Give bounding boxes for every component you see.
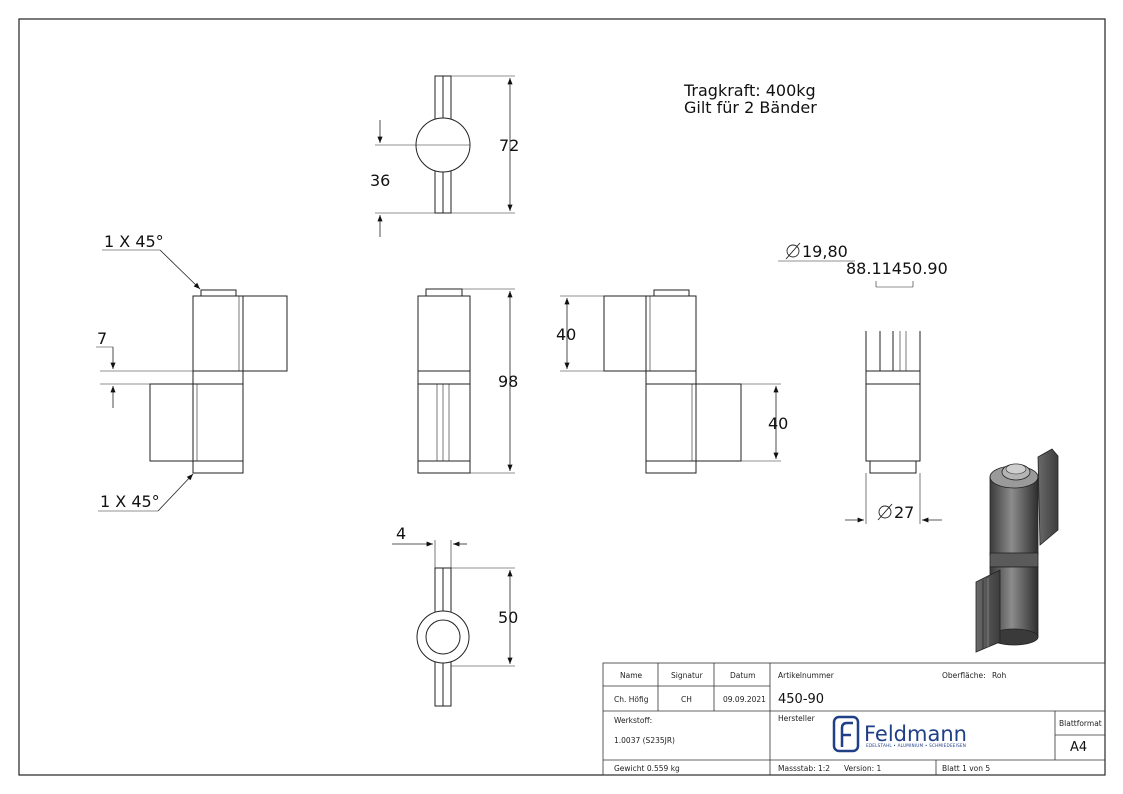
svg-text:EDELSTAHL • ALUMINIUM • SCHMIE: EDELSTAHL • ALUMINIUM • SCHMIEDEEISEN: [866, 743, 966, 748]
tb-signatur-label: Signatur: [671, 671, 704, 680]
left-side-view: [96, 249, 288, 512]
sheet-border: [18, 18, 1106, 776]
title-block: [602, 662, 1106, 776]
tb-datum-value: 09.09.2021: [723, 695, 766, 704]
tb-oberflaeche-value: Roh: [992, 671, 1006, 680]
dim-bottom-height: 50: [498, 608, 518, 627]
top-view: [375, 75, 515, 237]
load-note-line2: Gilt für 2 Bänder: [684, 98, 817, 117]
dim-chamfer-bottom: 1 X 45°: [100, 492, 160, 511]
tb-massstab: Massstab: 1:2: [778, 764, 830, 773]
front-view: [417, 288, 515, 474]
tb-datum-label: Datum: [730, 671, 755, 680]
tb-blattformat-label: Blattformat: [1059, 719, 1102, 728]
dim-chamfer-top: 1 X 45°: [104, 232, 164, 251]
tb-artikel-value: 450-90: [778, 692, 824, 707]
tb-werkstoff-label: Werkstoff:: [614, 716, 652, 725]
dim-top-height: 72: [499, 136, 519, 155]
bottom-view: [392, 540, 515, 707]
tb-artikel-label: Artikelnummer: [778, 671, 835, 680]
dim-front-height: 98: [498, 372, 518, 391]
hinge-3d-render: [975, 448, 1059, 653]
svg-text:Feldmann: Feldmann: [864, 722, 967, 746]
tb-oberflaeche-label: Oberfläche:: [942, 671, 986, 680]
dim-offset: 7: [97, 329, 107, 348]
tb-blatt: Blatt 1 von 5: [942, 764, 990, 773]
dim-body-diameter: 27: [894, 503, 914, 522]
tb-gewicht: Gewicht 0.559 kg: [614, 764, 680, 773]
dim-leaf-top: 40: [556, 325, 576, 344]
dim-leaf-bottom: 40: [768, 414, 788, 433]
pin-section-view: [778, 242, 942, 524]
tb-name-value: Ch. Höfig: [614, 695, 649, 704]
tb-signatur-value: CH: [681, 695, 692, 704]
load-note-line1: Tragkraft: 400kg: [683, 81, 816, 100]
feldmann-logo: Feldmann EDELSTAHL • ALUMINIUM • SCHMIED…: [832, 715, 967, 753]
tb-hersteller-label: Hersteller: [778, 714, 816, 723]
dim-pin-diameter: 19,80: [802, 242, 848, 261]
part-ref: 88.11450.90: [846, 259, 948, 278]
tb-name-label: Name: [620, 671, 643, 680]
tb-werkstoff-value: 1.0037 (S235JR): [614, 736, 675, 745]
dim-top-radius: 36: [370, 171, 390, 190]
tb-version: Version: 1: [844, 764, 881, 773]
right-side-view: [560, 289, 781, 474]
tb-blattformat-value: A4: [1070, 740, 1087, 755]
dim-leaf-thickness: 4: [396, 524, 406, 543]
